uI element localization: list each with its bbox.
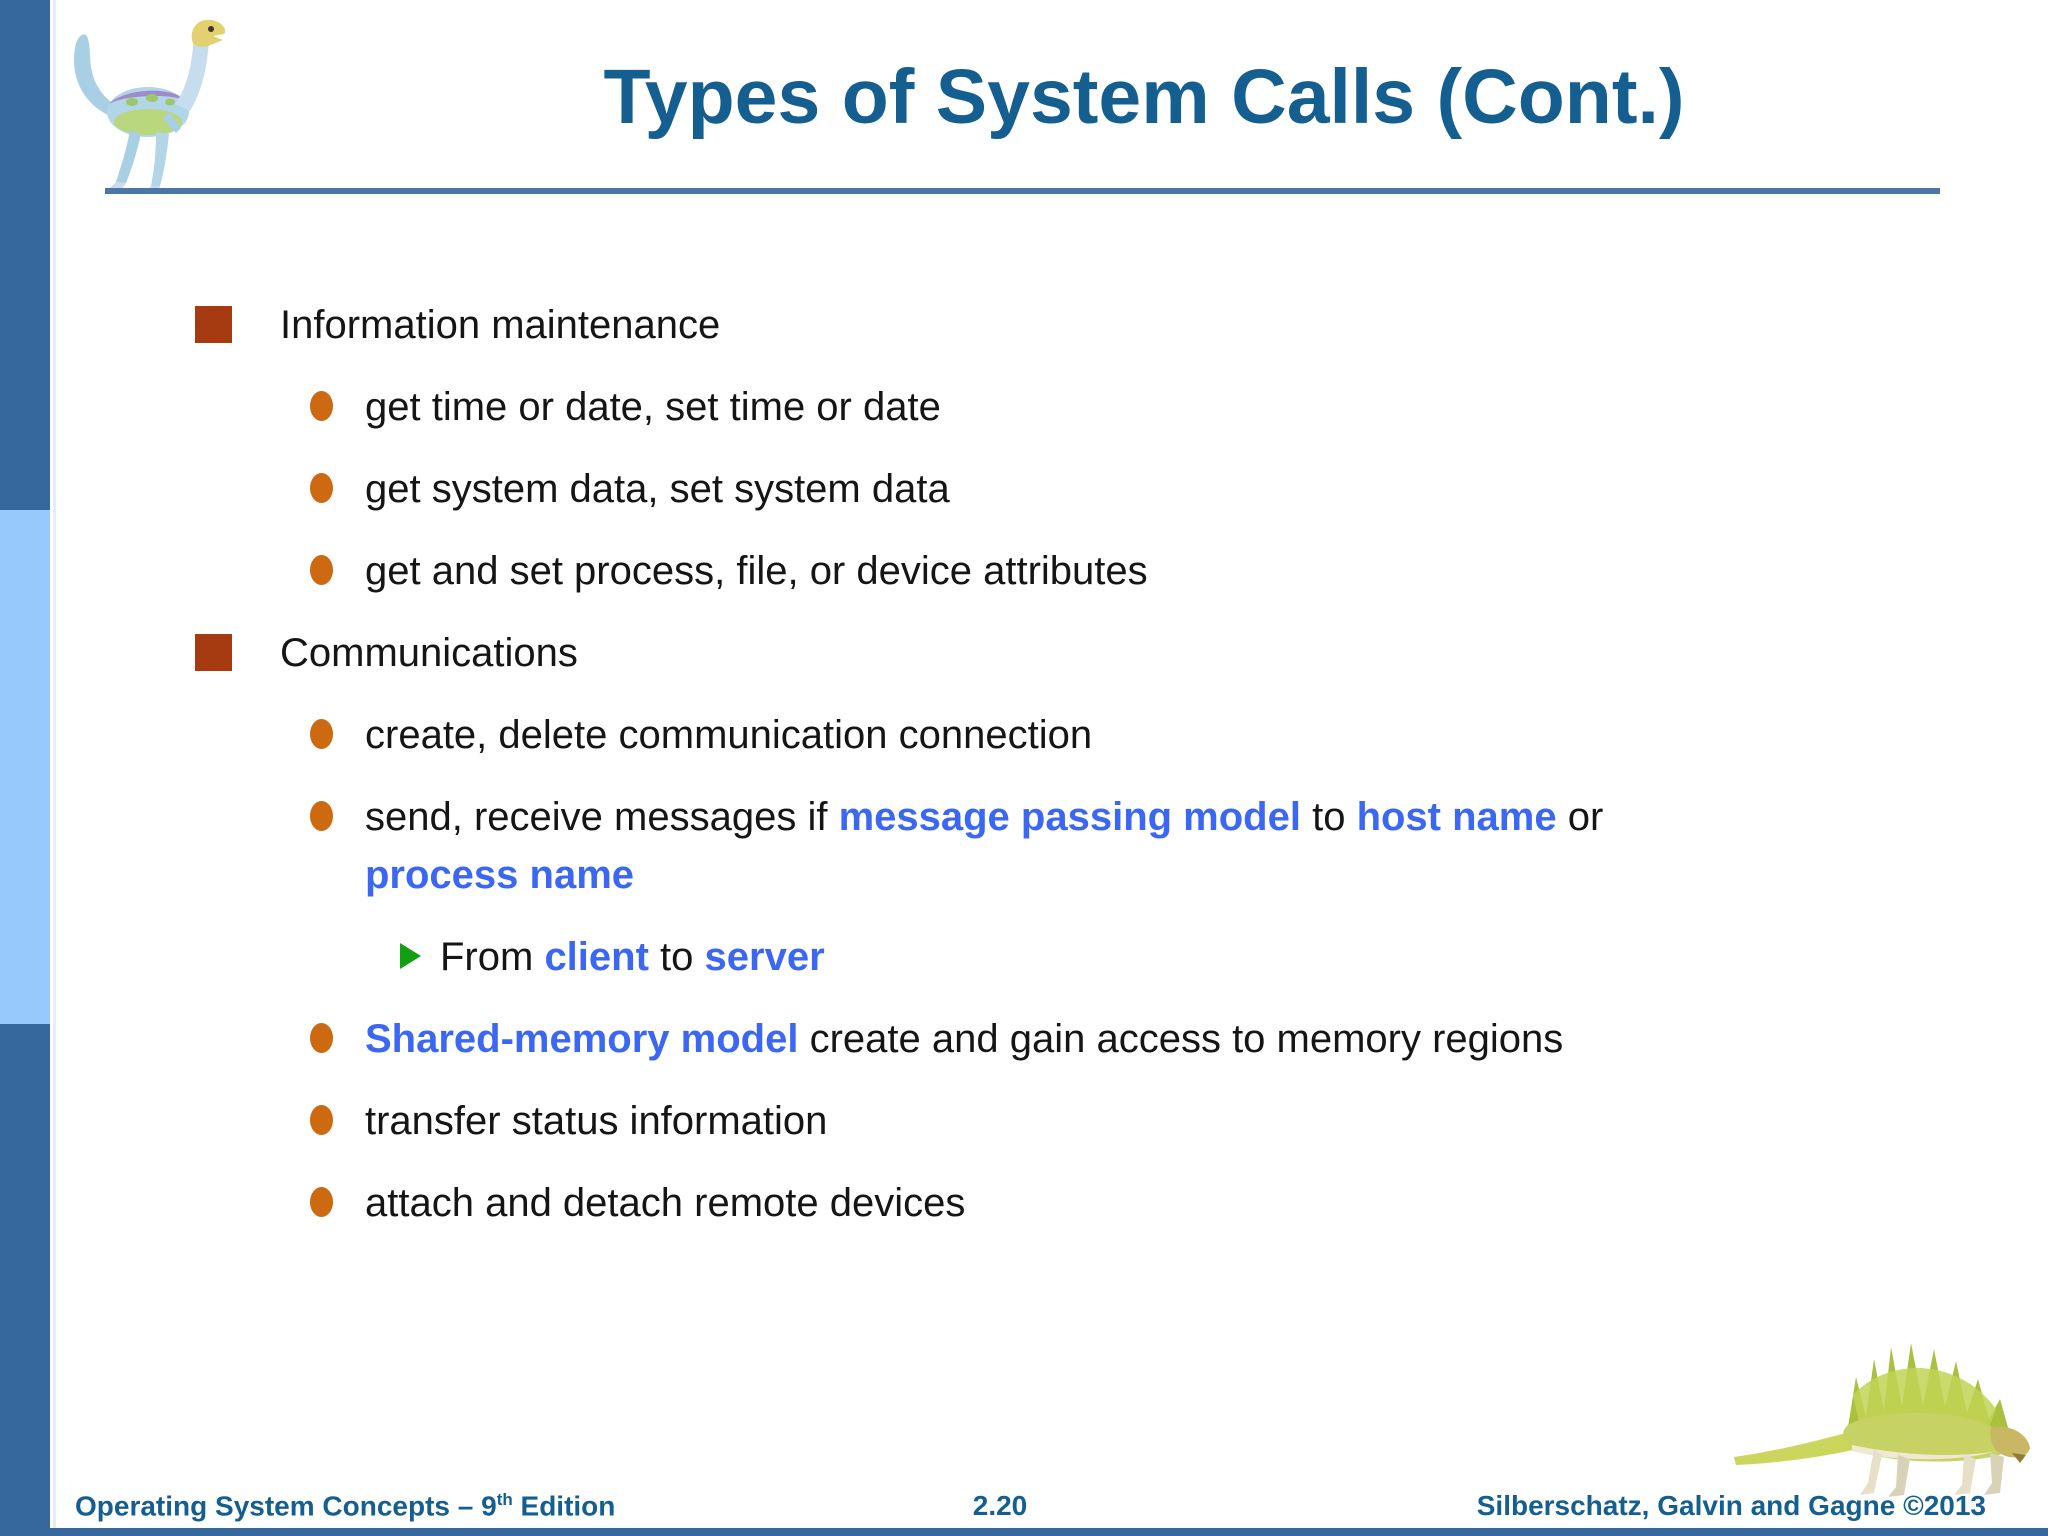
title-underline [105,188,1940,194]
circle-bullet-icon [310,719,333,749]
bullet-marker [310,1092,365,1135]
list-item-text: get system data, set system data [365,467,950,511]
list-item: get and set process, file, or device att… [0,542,2048,600]
square-bullet-icon [195,634,232,671]
bullet-marker [310,1010,365,1053]
footer-page-number: 2.20 [972,1490,1028,1521]
circle-bullet-icon [310,801,333,831]
bullet-marker [195,296,280,343]
bullet-list: Information maintenance get time or date,… [0,296,2048,1256]
list-item: attach and detach remote devices [0,1174,2048,1232]
sailback-dinosaur-illustration [1734,1343,2030,1497]
bullet-marker [310,378,365,421]
bullet-marker [195,624,280,671]
sidebar-accent-top [0,0,50,510]
list-item: transfer status information [0,1092,2048,1150]
sidebar-accent-bottom [0,1024,50,1536]
circle-bullet-icon [310,1105,333,1135]
footer-right: Silberschatz, Galvin and Gagne ©2013 [1476,1490,1986,1521]
footer-left-text: Operating System Concepts – 9 [75,1490,497,1521]
page-title: Types of System Calls (Cont.) [603,54,1685,140]
bullet-marker [400,928,440,969]
list-item-text: get and set process, file, or device att… [365,549,1148,593]
list-item: Communications [0,624,2048,682]
circle-bullet-icon [310,1187,333,1217]
bullet-marker [310,460,365,503]
square-bullet-icon [195,306,232,343]
list-item-text: Communications [280,631,578,675]
footer-left-suffix: Edition [512,1490,616,1521]
list-item-text: create, delete communication connection [365,713,1093,757]
list-item-text: send, receive messages if message passin… [365,795,1604,897]
list-item: Shared-memory model create and gain acce… [0,1010,2048,1068]
list-item: From client to server [0,928,2048,986]
list-item: create, delete communication connection [0,706,2048,764]
arrow-bullet-icon [400,943,421,969]
bottom-accent-bar [0,1528,2048,1536]
list-item-text: From client to server [440,935,825,979]
bullet-marker [310,1174,365,1217]
list-item-text: get time or date, set time or date [365,385,941,429]
circle-bullet-icon [310,555,333,585]
list-item-text: Shared-memory model create and gain acce… [365,1017,1564,1061]
list-item: send, receive messages if message passin… [0,788,2048,904]
list-item-text: attach and detach remote devices [365,1181,966,1225]
list-item-text: Information maintenance [280,303,721,347]
circle-bullet-icon [310,391,333,421]
circle-bullet-icon [310,1023,333,1053]
list-item-text: transfer status information [365,1099,828,1143]
circle-bullet-icon [310,473,333,503]
list-item: Information maintenance [0,296,2048,354]
dinosaur-logo [73,19,226,194]
bullet-marker [310,542,365,585]
bullet-marker [310,706,365,749]
footer-left-superscript: th [496,1489,513,1509]
list-item: get time or date, set time or date [0,378,2048,436]
footer-left: Operating System Concepts – 9th Edition [75,1490,615,1522]
bullet-marker [310,788,365,831]
list-item: get system data, set system data [0,460,2048,518]
sidebar-accent-line [53,0,56,1536]
sidebar-accent-middle [0,510,50,1024]
